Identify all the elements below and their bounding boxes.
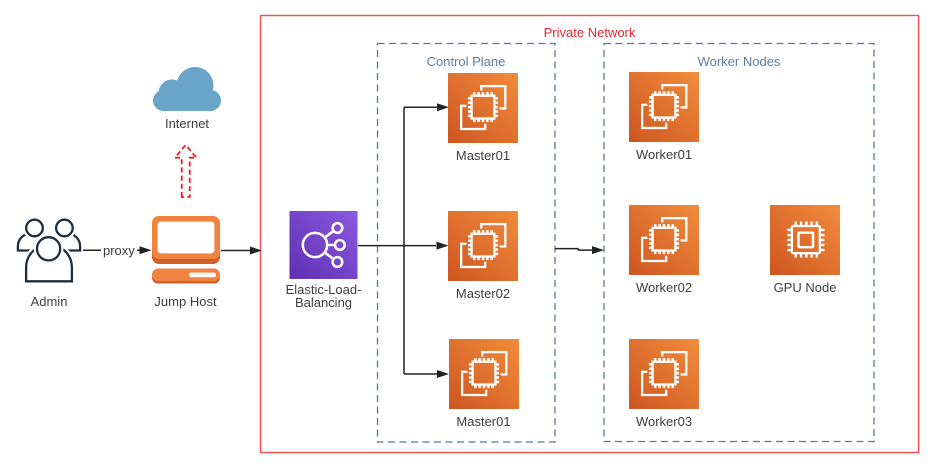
laptop-icon: [151, 216, 220, 284]
node-label: Master01: [456, 414, 511, 429]
ec2-instances-icon: [448, 73, 518, 143]
connector-controlplane-workernodes: [555, 247, 592, 251]
control-plane-label: Control Plane: [426, 53, 506, 69]
private-network-label: Private Network: [543, 25, 636, 40]
arrowhead-elb-master3: [437, 370, 449, 378]
node-worker02: Worker02: [629, 205, 699, 294]
ec2-instances-icon: [629, 339, 699, 409]
dashed-up-arrow-icon: [172, 143, 199, 198]
ec2-instances-icon: [629, 72, 699, 142]
node-jump-host: Jump Host: [151, 216, 221, 308]
node-worker03: Worker03: [629, 339, 699, 428]
ec2-instances-icon: [448, 211, 518, 281]
arrowhead-elb-master2: [436, 241, 449, 250]
node-label: Internet: [164, 116, 210, 131]
internet-cloud-icon: [153, 67, 221, 111]
ec2-instances-icon: [448, 339, 519, 409]
node-label: Worker02: [635, 280, 693, 295]
node-gpu-node: GPU Node: [770, 205, 840, 294]
node-label: GPU Node: [773, 280, 837, 295]
connector-elb-masters: [358, 106, 437, 375]
elastic-load-balancing-icon: [289, 211, 358, 279]
users-icon: [16, 217, 82, 283]
node-label: Worker01: [635, 147, 693, 162]
arrowhead-controlplane-workernodes: [592, 246, 604, 255]
worker-nodes-label: Worker Nodes: [697, 53, 781, 69]
ec2-instances-icon: [629, 205, 699, 275]
node-label: Master01: [455, 148, 511, 163]
node-master01-top: Master01: [448, 73, 518, 162]
node-label: Jump Host: [154, 294, 217, 309]
node-admin: Admin: [16, 217, 82, 308]
node-master02: Master02: [448, 211, 518, 300]
node-master01-bottom: Master01: [448, 339, 519, 428]
arrowhead-jumphost-privatenetwork: [250, 246, 262, 255]
node-elastic-load-balancing: Elastic-Load-Balancing: [286, 211, 361, 309]
node-label: Worker03: [635, 414, 693, 429]
node-internet: Internet: [152, 63, 222, 130]
node-worker01: Worker01: [629, 72, 699, 161]
proxy-edge-label: proxy: [101, 242, 137, 258]
node-label: Elastic-Load-Balancing: [285, 281, 362, 310]
node-label: Master02: [455, 286, 511, 301]
gpu-chip-icon: [770, 205, 840, 275]
node-label: Admin: [30, 294, 68, 309]
